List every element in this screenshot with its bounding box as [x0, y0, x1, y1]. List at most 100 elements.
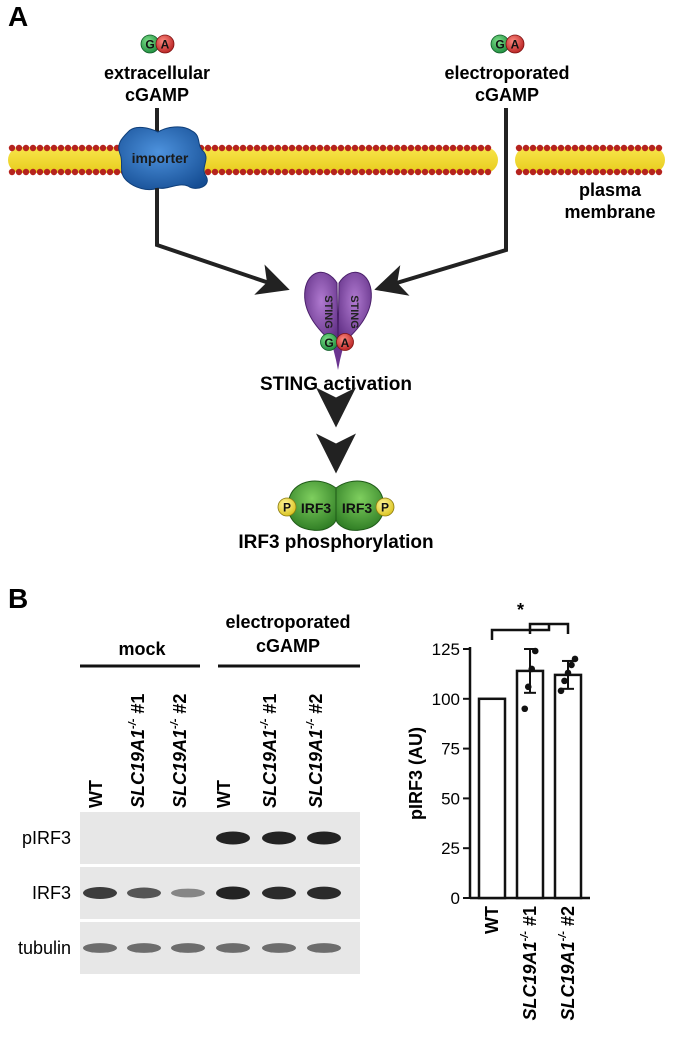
lipid-bead — [407, 144, 415, 152]
data-point — [531, 647, 539, 655]
cgamp-g-label: G — [145, 38, 154, 52]
lipid-bead — [8, 168, 16, 176]
lipid-bead — [648, 144, 656, 152]
lipid-bead — [613, 144, 621, 152]
lipid-bead — [627, 168, 635, 176]
lipid-bead — [484, 144, 492, 152]
lipid-bead — [92, 144, 100, 152]
lipid-bead — [232, 144, 240, 152]
lipid-bead — [477, 144, 485, 152]
lipid-bead — [522, 168, 530, 176]
blot-lane-label: SLC19A1-/- #1 — [127, 694, 148, 808]
lipid-bead — [365, 168, 373, 176]
blot-row-label: tubulin — [18, 938, 71, 958]
sting-cgamp-a-label: A — [341, 336, 350, 350]
lipid-bead — [456, 168, 464, 176]
data-point — [568, 661, 575, 669]
lipid-bead — [29, 168, 37, 176]
lipid-bead — [585, 144, 593, 152]
lipid-bead — [316, 144, 324, 152]
blot-lane-label: SLC19A1-/- #2 — [169, 694, 190, 808]
lipid-bead — [400, 168, 408, 176]
lipid-bead — [204, 168, 212, 176]
lipid-bead — [281, 144, 289, 152]
y-tick-label: 0 — [451, 889, 460, 908]
lipid-bead — [620, 144, 628, 152]
plasma-membrane — [8, 144, 665, 176]
lipid-bead — [309, 144, 317, 152]
lipid-bead — [529, 168, 537, 176]
lipid-bead — [655, 144, 663, 152]
sting-cgamp-g-label: G — [324, 336, 333, 350]
plasma-membrane-label-line2: membrane — [564, 202, 655, 222]
lipid-bead — [606, 168, 614, 176]
bar — [515, 669, 545, 900]
lipid-bead — [400, 144, 408, 152]
lipid-bead — [50, 168, 58, 176]
lipid-bead — [463, 168, 471, 176]
lipid-bead — [379, 168, 387, 176]
lipid-bead — [239, 144, 247, 152]
lipid-bead — [85, 144, 93, 152]
lipid-bead — [641, 144, 649, 152]
lipid-bead — [260, 168, 268, 176]
lipid-bead — [571, 168, 579, 176]
lipid-bead — [592, 144, 600, 152]
lipid-bead — [477, 168, 485, 176]
lipid-bead — [515, 144, 523, 152]
data-point — [521, 705, 529, 713]
blot-band — [262, 831, 296, 845]
lipid-bead — [323, 144, 331, 152]
extracellular-label-line1: extracellular — [104, 63, 210, 83]
lipid-bead — [316, 168, 324, 176]
lipid-bead — [8, 144, 16, 152]
data-point — [557, 687, 565, 695]
lipid-bead — [421, 144, 429, 152]
y-axis-label: pIRF3 (AU) — [406, 727, 426, 820]
blot-band — [307, 943, 341, 953]
x-tick-label: WT — [482, 906, 502, 934]
significance-bracket-upper — [490, 624, 551, 640]
lipid-bead — [442, 168, 450, 176]
lipid-bead — [15, 144, 23, 152]
lipid-bead — [613, 168, 621, 176]
lipid-bead — [536, 168, 544, 176]
x-tick-label: SLC19A1-/- #1 — [519, 906, 540, 1020]
lipid-bead — [543, 168, 551, 176]
sting-left-label: STING — [322, 295, 334, 329]
lipid-bead — [578, 168, 586, 176]
electroporated-label-line2: cGAMP — [475, 85, 539, 105]
y-tick-label: 125 — [432, 640, 460, 659]
lipid-bead — [456, 144, 464, 152]
lipid-bead — [470, 144, 478, 152]
lipid-bead — [337, 168, 345, 176]
panel-a-letter: A — [8, 1, 28, 32]
lipid-bead — [606, 144, 614, 152]
lipid-bead — [246, 144, 254, 152]
lipid-bead — [246, 168, 254, 176]
lipid-bead — [302, 144, 310, 152]
lipid-bead — [351, 168, 359, 176]
lipid-bead — [372, 144, 380, 152]
sting-activation-label: STING activation — [260, 374, 412, 395]
lipid-bead — [267, 168, 275, 176]
importer-label: importer — [132, 150, 189, 166]
lipid-bead — [557, 144, 565, 152]
lipid-bead — [288, 168, 296, 176]
blot-row-label: IRF3 — [32, 883, 71, 903]
lipid-bead — [281, 168, 289, 176]
data-point — [561, 677, 568, 685]
cgamp-a-label: A — [161, 38, 170, 52]
lipid-bead — [211, 144, 219, 152]
lipid-bead — [260, 144, 268, 152]
lipid-bead — [435, 144, 443, 152]
bar — [477, 697, 507, 900]
data-point — [528, 665, 536, 673]
electroporated-path-arrow — [374, 108, 508, 296]
lipid-bead — [36, 144, 44, 152]
blot-band — [171, 888, 205, 898]
panel-b-letter: B — [8, 583, 28, 614]
lipid-bead — [267, 144, 275, 152]
lipid-bead — [550, 144, 558, 152]
blot-band — [307, 831, 341, 845]
